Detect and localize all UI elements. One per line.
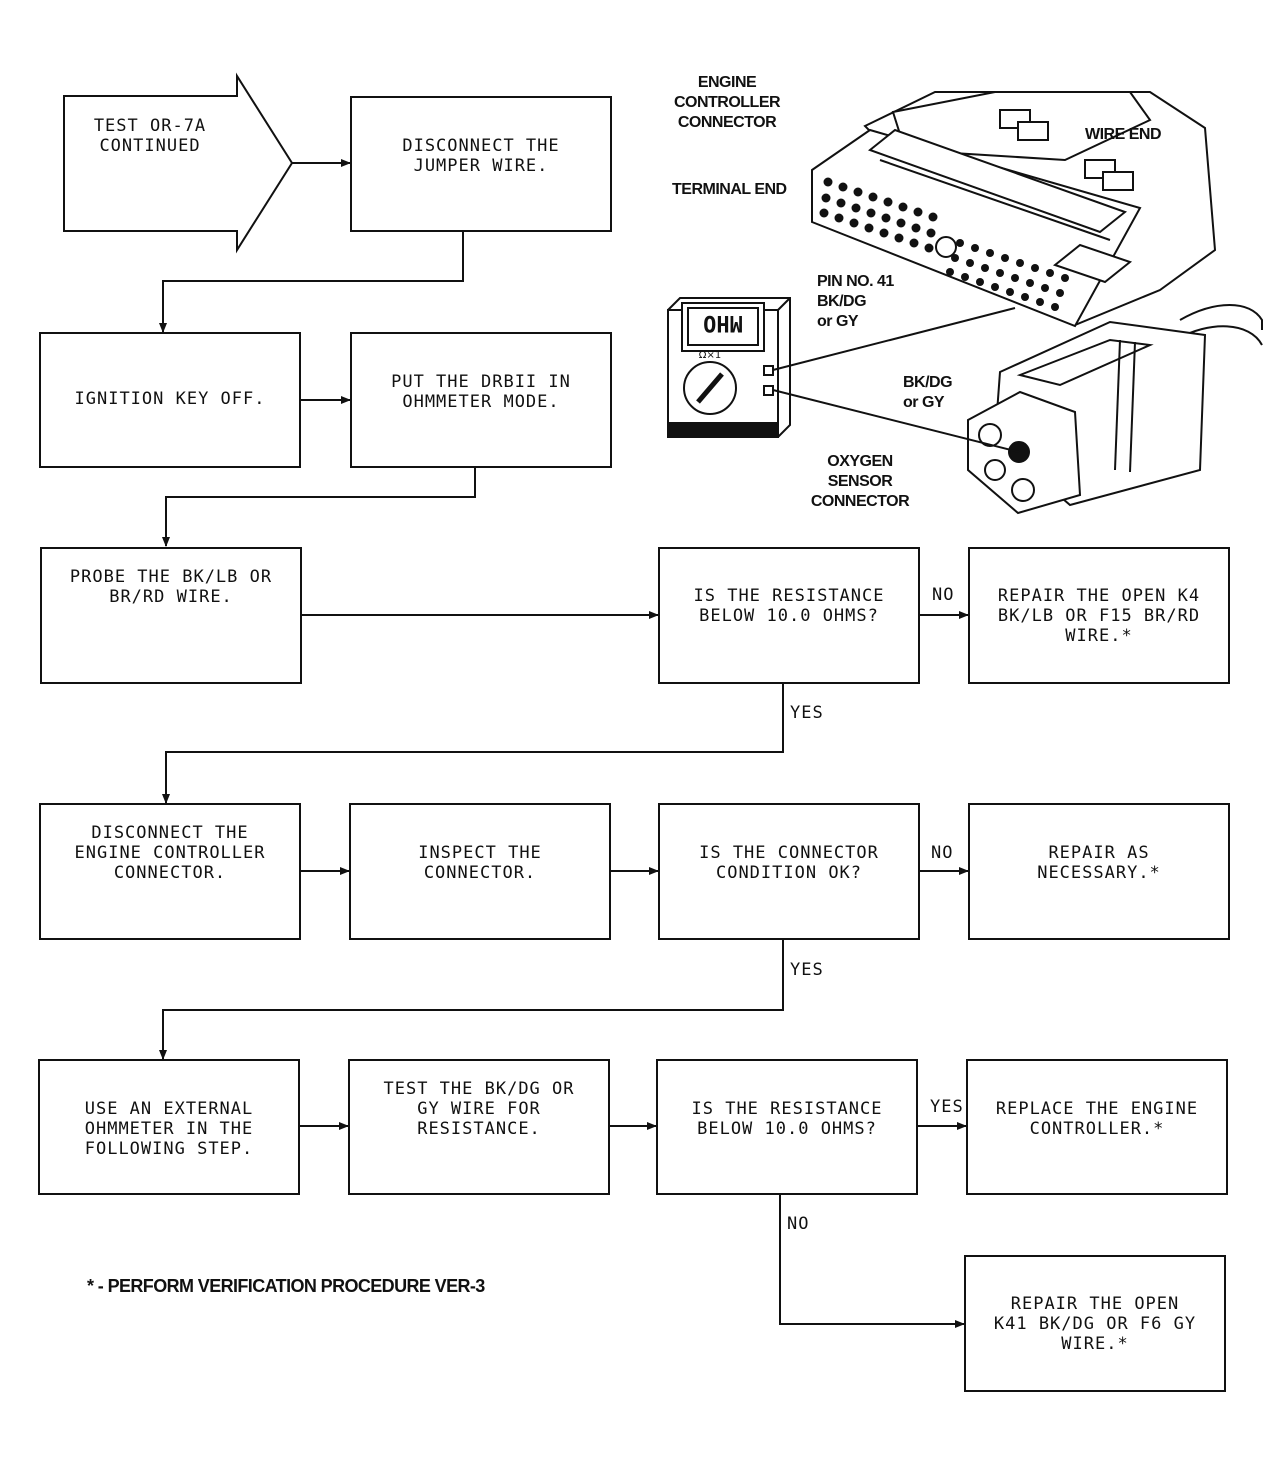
edge-label-no-2: NO: [931, 843, 954, 863]
test-leads: [772, 307, 1020, 453]
edge-label-yes-3: YES: [930, 1097, 964, 1117]
ohmmeter-display-text: OHM: [703, 310, 743, 335]
edge-label-no-3: NO: [787, 1214, 810, 1234]
step-repair-open-k4: REPAIR THE OPEN K4 BK/LB OR F15 BR/RD WI…: [968, 547, 1230, 684]
connector-pins: [819, 177, 1069, 311]
label-engine-controller-connector: ENGINE CONTROLLER CONNECTOR: [673, 74, 781, 131]
step-disconnect-jumper: DISCONNECT THE JUMPER WIRE.: [350, 96, 612, 232]
ohmmeter-drawing: [667, 297, 791, 438]
start-test-label: TEST OR-7A CONTINUED: [93, 116, 207, 156]
label-pin-no-41: PIN NO. 41 BK/DG or GY: [817, 273, 894, 330]
step-test-bkdg-wire: TEST THE BK/DG OR GY WIRE FOR RESISTANCE…: [348, 1059, 610, 1195]
engine-controller-connector-drawing: [811, 91, 1217, 328]
decision-resistance-2: IS THE RESISTANCE BELOW 10.0 OHMS?: [656, 1059, 918, 1195]
step-use-external-ohmmeter: USE AN EXTERNAL OHMMETER IN THE FOLLOWIN…: [38, 1059, 300, 1195]
start-arrow-shape: [63, 72, 294, 254]
label-wire-end: WIRE END: [1085, 126, 1162, 143]
step-ignition-key-off: IGNITION KEY OFF.: [39, 332, 301, 468]
edge-label-yes-1: YES: [790, 703, 824, 723]
footnote-verification: * - PERFORM VERIFICATION PROCEDURE VER-3: [87, 1276, 485, 1296]
edge-label-no-1: NO: [932, 585, 955, 605]
label-oxygen-sensor-connector: OXYGEN SENSOR CONNECTOR: [810, 453, 910, 510]
connector-center-hole: [935, 236, 957, 258]
label-terminal-end: TERMINAL END: [672, 181, 787, 198]
step-probe-wire: PROBE THE BK/LB OR BR/RD WIRE.: [40, 547, 302, 684]
step-replace-engine-controller: REPLACE THE ENGINE CONTROLLER.*: [966, 1059, 1228, 1195]
decision-resistance-1: IS THE RESISTANCE BELOW 10.0 OHMS?: [658, 547, 920, 684]
step-repair-as-necessary: REPAIR AS NECESSARY.*: [968, 803, 1230, 940]
step-disconnect-engine-controller: DISCONNECT THE ENGINE CONTROLLER CONNECT…: [39, 803, 301, 940]
oxygen-sensor-connector-drawing: [967, 304, 1263, 515]
label-bkdg-or-gy: BK/DG or GY: [903, 374, 953, 411]
decision-connector-ok: IS THE CONNECTOR CONDITION OK?: [658, 803, 920, 940]
step-repair-open-k41: REPAIR THE OPEN K41 BK/DG OR F6 GY WIRE.…: [964, 1255, 1226, 1392]
edge-label-yes-2: YES: [790, 960, 824, 980]
step-inspect-connector: INSPECT THE CONNECTOR.: [349, 803, 611, 940]
step-drbii-ohmmeter-mode: PUT THE DRBII IN OHMMETER MODE.: [350, 332, 612, 468]
ohmmeter-scale-label: Ω×1: [698, 350, 722, 361]
